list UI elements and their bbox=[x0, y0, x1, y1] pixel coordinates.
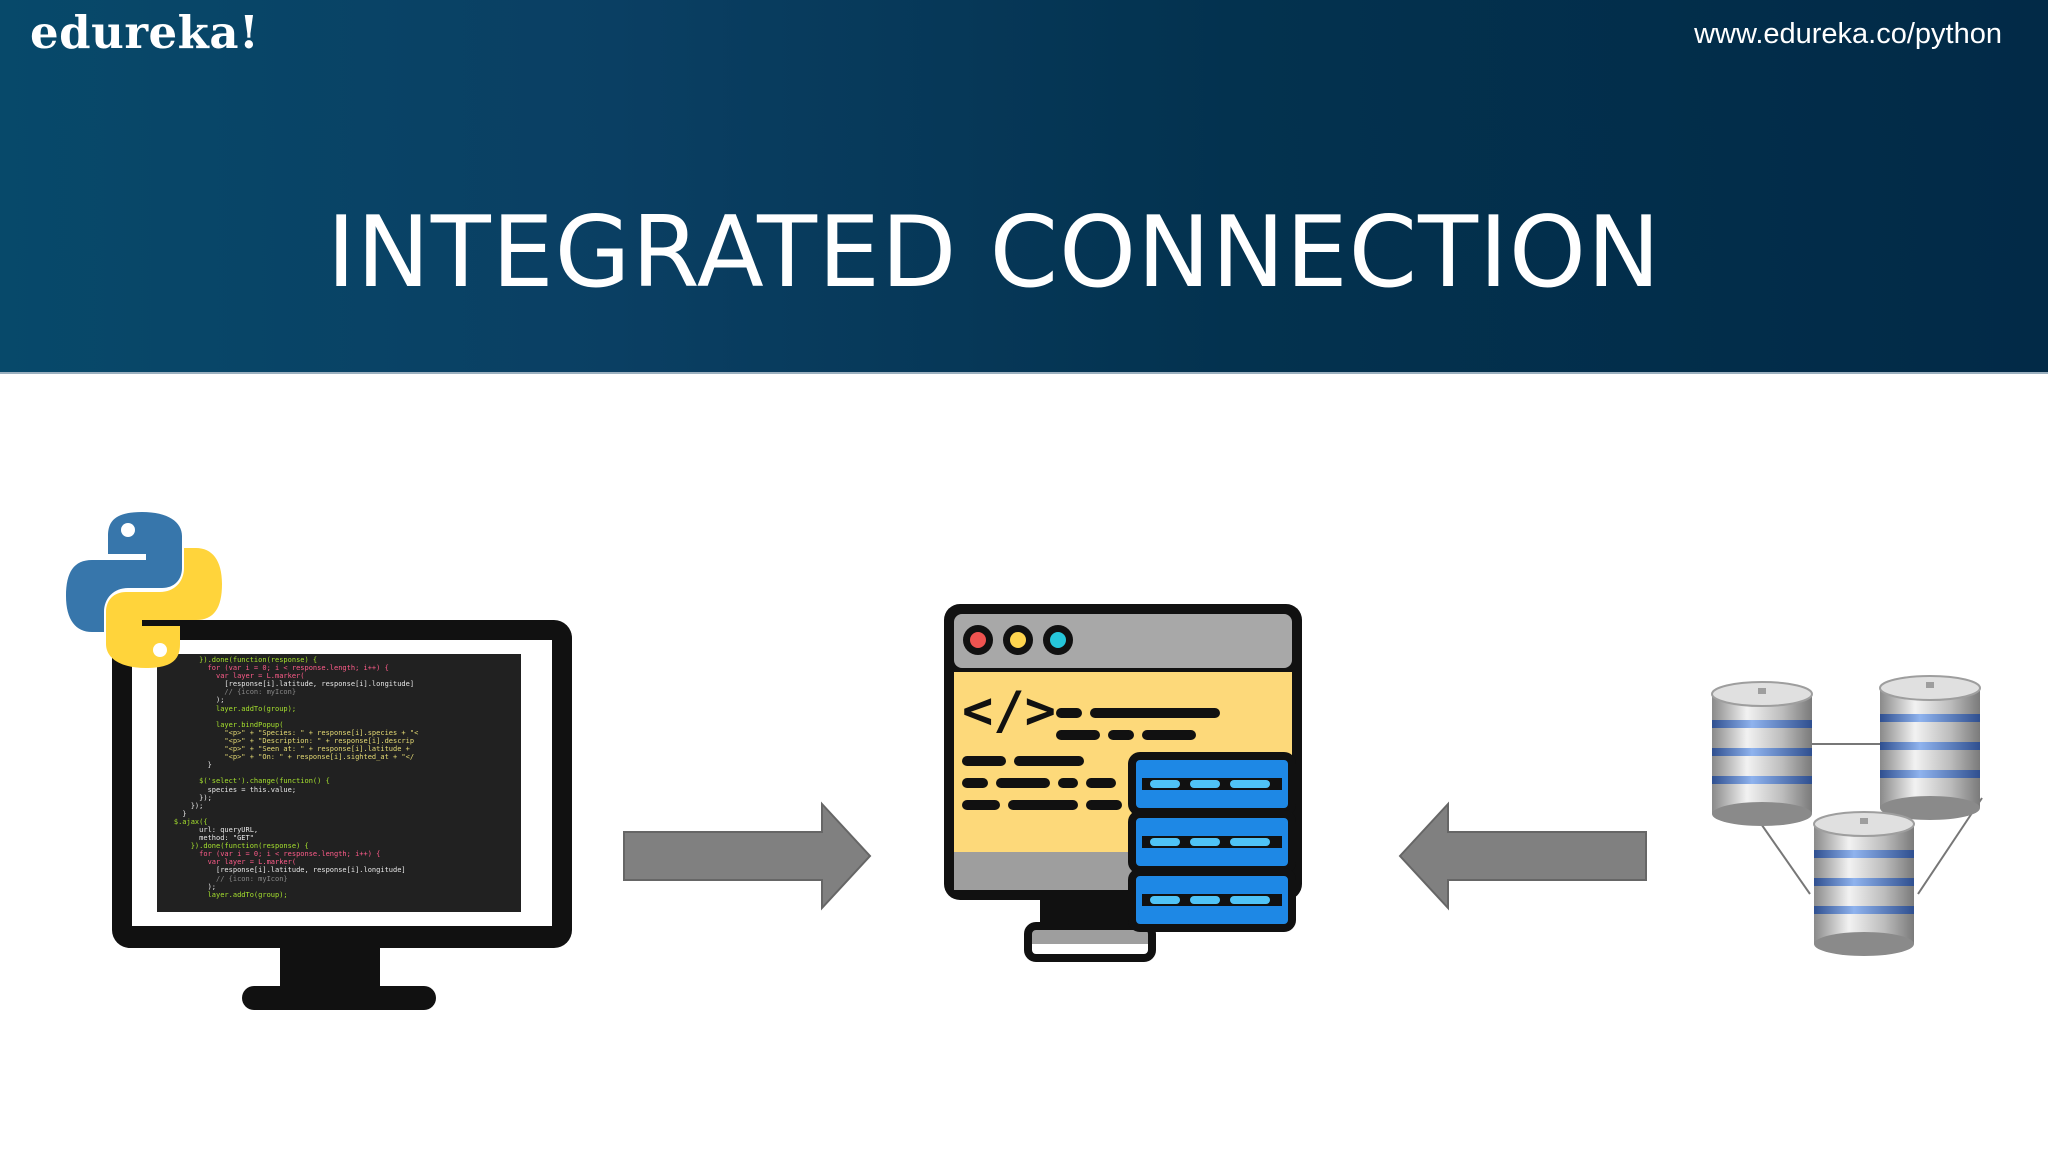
code-line: $.ajax({ bbox=[157, 817, 208, 826]
code-line: layer.addTo(group); bbox=[157, 890, 288, 899]
code-line: } bbox=[157, 761, 212, 770]
header-banner: edureka! www.edureka.co/python INTEGRATE… bbox=[0, 0, 2048, 374]
code-line: // {icon: myIcon} bbox=[157, 688, 297, 697]
code-line bbox=[157, 713, 521, 721]
database-cluster-icon bbox=[1711, 675, 1983, 956]
code-line: "<p>" + "Seen at: " + response[i].latitu… bbox=[157, 745, 410, 754]
code-line: layer.bindPopup( bbox=[157, 720, 284, 729]
page-title: INTEGRATED CONNECTION bbox=[326, 196, 1662, 310]
code-editor-screen: }).done(function(response) { for (var i … bbox=[157, 654, 521, 912]
code-line: // {icon: myIcon} bbox=[157, 874, 288, 883]
code-line: "<p>" + "Species: " + response[i].specie… bbox=[157, 728, 419, 737]
arrow-left-icon bbox=[1398, 801, 1647, 911]
code-line: $('select').change(function() { bbox=[157, 777, 330, 786]
code-line: }).done(function(response) { bbox=[157, 842, 309, 851]
brand-logo: edureka! bbox=[30, 6, 260, 59]
code-server-icon: </> bbox=[944, 604, 1302, 962]
code-line: method: "GET" bbox=[157, 834, 254, 843]
python-logo-icon bbox=[66, 512, 222, 668]
arrow-right-icon bbox=[623, 801, 872, 911]
code-line: }); bbox=[157, 793, 212, 802]
code-line: [response[i].latitude, response[i].longi… bbox=[157, 866, 406, 875]
code-line: "<p>" + "Description: " + response[i].de… bbox=[157, 736, 415, 745]
code-line: }).done(function(response) { bbox=[157, 656, 318, 664]
code-line: var layer = L.marker( bbox=[157, 858, 297, 867]
code-line: "<p>" + "On: " + response[i].sighted_at … bbox=[157, 753, 415, 762]
site-url: www.edureka.co/python bbox=[1694, 18, 2002, 50]
code-line: ); bbox=[157, 696, 225, 705]
svg-text:</>: </> bbox=[962, 681, 1056, 741]
code-line: species = this.value; bbox=[157, 785, 297, 794]
code-line: url: queryURL, bbox=[157, 825, 259, 834]
code-line bbox=[157, 769, 521, 777]
code-line: ); bbox=[157, 882, 217, 891]
code-line: [response[i].latitude, response[i].longi… bbox=[157, 680, 415, 689]
code-line: } bbox=[157, 809, 187, 818]
code-line: for (var i = 0; i < response.length; i++… bbox=[157, 850, 381, 859]
code-line: for (var i = 0; i < response.length; i++… bbox=[157, 664, 389, 673]
code-line: layer.addTo(group); bbox=[157, 704, 297, 713]
code-line: var layer = L.marker( bbox=[157, 672, 305, 681]
code-line: }); bbox=[157, 801, 204, 810]
